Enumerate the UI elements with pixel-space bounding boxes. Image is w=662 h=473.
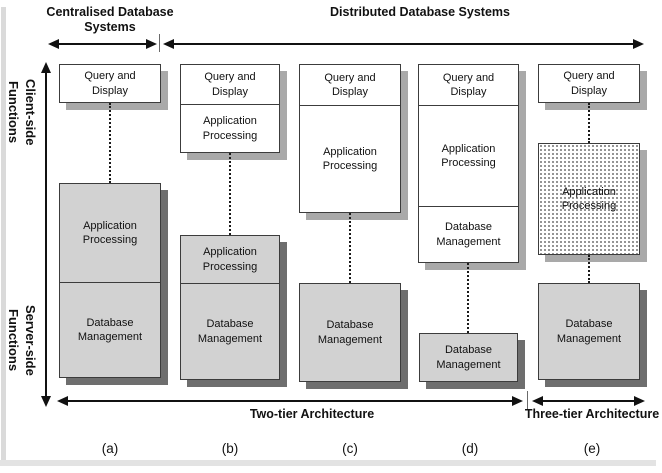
database-management-label: Database Management: [197, 318, 263, 345]
col-b-server-box: Application Processing Database Manageme…: [180, 235, 280, 380]
query-display-label: Query and Display: [324, 71, 376, 98]
application-processing-label: Application Processing: [322, 145, 378, 172]
application-processing-section: Application Processing: [300, 104, 400, 212]
database-management-section: Database Management: [539, 284, 639, 379]
client-side-functions-label: Client-side Functions: [6, 78, 38, 146]
centralised-db-heading: Centralised Database Systems: [46, 5, 174, 34]
database-management-label: Database Management: [556, 318, 622, 345]
three-tier-range-arrow: [532, 396, 645, 406]
col-e-client-box: Query and Display: [538, 64, 640, 103]
col-c-server-box: Database Management: [299, 283, 401, 382]
col-e-lower-connector: [588, 255, 590, 283]
col-c-connector: [349, 213, 351, 283]
query-display-label: Query and Display: [204, 71, 256, 98]
two-tier-architecture-label: Two-tier Architecture: [249, 407, 375, 421]
query-display-section: Query and Display: [60, 65, 160, 102]
application-processing-section: Application Processing: [181, 104, 279, 152]
database-management-section: Database Management: [181, 283, 279, 379]
col-d-server-box: Database Management: [419, 333, 518, 382]
application-processing-section: Application Processing: [181, 236, 279, 283]
database-management-label: Database Management: [317, 319, 383, 346]
application-processing-label: Application Processing: [202, 246, 258, 273]
database-management-label: Database Management: [436, 221, 501, 248]
column-label-c: (c): [342, 441, 358, 456]
col-e-middle-tier-box: Application Processing: [538, 143, 640, 255]
server-side-functions-label: Server-side Functions: [6, 304, 38, 376]
application-processing-label: Application Processing: [202, 115, 258, 142]
scan-edge-left: [1, 7, 6, 462]
application-processing-section: Application Processing: [60, 184, 160, 282]
database-management-label: Database Management: [77, 316, 143, 344]
centralised-range-arrow: [48, 39, 157, 49]
column-label-b: (b): [221, 441, 239, 456]
column-label-d: (d): [461, 441, 479, 456]
scan-edge-bottom: [0, 460, 656, 466]
client-server-axis-arrow: [41, 62, 51, 407]
database-management-section: Database Management: [419, 206, 518, 262]
col-d-connector: [467, 263, 469, 333]
query-display-label: Query and Display: [442, 71, 495, 99]
application-processing-section: Application Processing: [419, 105, 518, 206]
database-management-section: Database Management: [300, 284, 400, 381]
top-range-divider-tick: [159, 34, 160, 52]
bottom-range-divider-tick: [527, 391, 528, 409]
col-a-client-box: Query and Display: [59, 64, 161, 103]
database-management-label: Database Management: [436, 344, 501, 371]
distributed-range-arrow: [163, 39, 644, 49]
col-e-server-box: Database Management: [538, 283, 640, 380]
distributed-db-heading: Distributed Database Systems: [330, 5, 510, 19]
col-e-upper-connector: [588, 103, 590, 143]
application-processing-section: Application Processing: [539, 144, 639, 254]
column-label-e: (e): [583, 441, 601, 456]
query-display-section: Query and Display: [181, 65, 279, 104]
col-b-client-box: Query and Display Application Processing: [180, 64, 280, 153]
col-a-connector: [109, 103, 111, 183]
query-display-label: Query and Display: [84, 70, 136, 97]
query-display-section: Query and Display: [419, 65, 518, 105]
database-management-section: Database Management: [60, 282, 160, 377]
col-d-client-box: Query and Display Application Processing…: [418, 64, 519, 263]
two-tier-range-arrow: [57, 396, 523, 406]
query-display-section: Query and Display: [539, 65, 639, 102]
database-management-section: Database Management: [420, 334, 517, 381]
col-a-server-box: Application Processing Database Manageme…: [59, 183, 161, 378]
query-display-section: Query and Display: [300, 65, 400, 105]
application-processing-label: Application Processing: [561, 185, 617, 212]
query-display-label: Query and Display: [563, 70, 615, 97]
three-tier-architecture-label: Three-tier Architecture: [524, 407, 660, 421]
column-label-a: (a): [101, 441, 119, 456]
col-b-connector: [229, 153, 231, 235]
col-c-client-box: Query and Display Application Processing: [299, 64, 401, 213]
application-processing-label: Application Processing: [82, 219, 138, 247]
application-processing-label: Application Processing: [441, 143, 496, 170]
